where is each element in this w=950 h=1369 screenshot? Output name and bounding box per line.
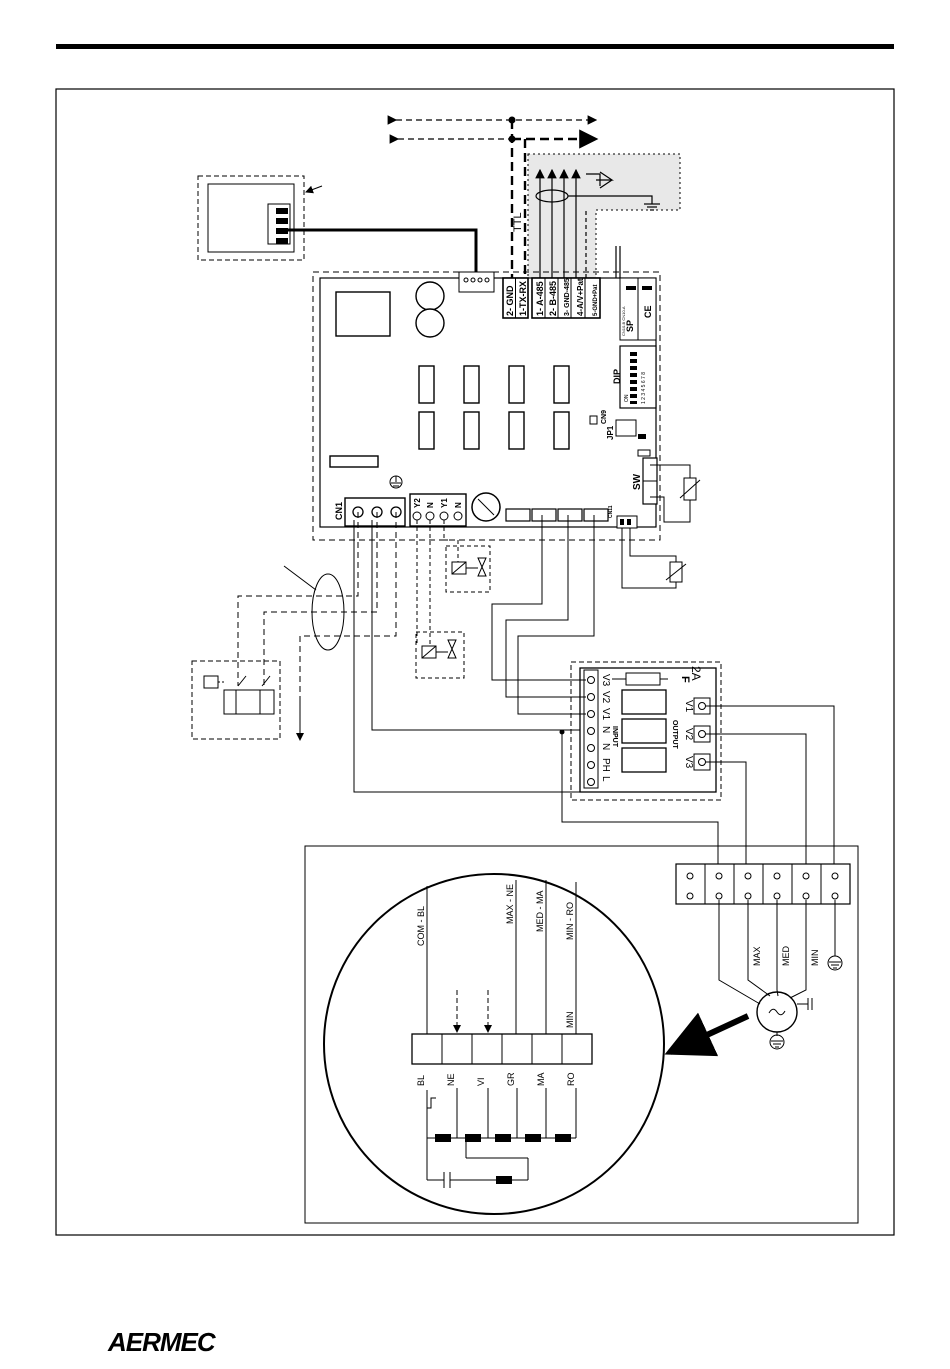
relay-in-n1: N — [600, 726, 611, 733]
detail-min: MIN — [565, 1012, 575, 1029]
relay-in-v3: V3 — [600, 674, 611, 687]
cn10-label: CN10-B CN10-A — [621, 306, 626, 336]
relay-out-v1: V1 — [683, 700, 694, 713]
rs485-shaded-area — [528, 154, 680, 278]
detail-arrow — [670, 1016, 748, 1052]
detail-med-ma: MED - MA — [535, 891, 545, 933]
board-capacitor-2 — [416, 309, 444, 337]
speed-max: MAX — [752, 946, 762, 966]
cn9-label: CN9 — [601, 410, 608, 424]
sw-label: SW — [632, 473, 643, 490]
relay-in-ph: PH — [600, 758, 611, 772]
dip-label: DIP — [612, 369, 622, 384]
relay-out-v2: V2 — [683, 728, 694, 741]
valve-n1: N — [426, 502, 435, 508]
fuse-rating: 2A — [689, 666, 703, 681]
detail-term-ma: MA — [536, 1073, 546, 1087]
cn11-label: CN11 — [608, 505, 614, 518]
detail-term-vi: VI — [476, 1077, 486, 1086]
display-arrow — [306, 186, 322, 192]
relay-input-label: INPUT — [611, 726, 618, 748]
relay-in-v1: V1 — [600, 708, 611, 721]
sp-label: SP — [625, 320, 635, 332]
aermec-logo: AERMEC — [108, 1327, 215, 1358]
cn11-thermistor — [622, 528, 686, 588]
conn-gnd: 2- GND — [505, 285, 515, 316]
display-cable — [288, 230, 476, 272]
detail-term-ro: RO — [566, 1073, 576, 1087]
relay-in-v2: V2 — [600, 691, 611, 704]
valve-y1: Y1 — [440, 498, 449, 508]
fan-motor — [757, 992, 812, 1049]
board-connector-top — [459, 272, 494, 292]
conn-gnd-pat: 5-GND+Pat — [593, 284, 599, 316]
conn-txrx: 1-TX-RX — [518, 281, 528, 316]
fuse — [626, 673, 660, 685]
detail-wires — [427, 880, 576, 1034]
relay-out-v3: V3 — [683, 756, 694, 769]
earth-symbol-2 — [828, 956, 842, 970]
cn9-pins — [590, 416, 597, 424]
conn-gnd485: 3- GND-485 — [564, 278, 571, 316]
valve-y2: Y2 — [413, 498, 422, 508]
detail-term-ne: NE — [446, 1073, 456, 1086]
conn-av-pat: 4-A/V+Pat — [576, 278, 585, 316]
speed-med: MED — [781, 946, 791, 967]
ttl-label: TTL — [512, 212, 524, 232]
conn-a485: 1- A-485 — [535, 281, 545, 316]
board-transformer — [336, 292, 390, 336]
cn1-label: CN1 — [334, 502, 344, 520]
ce-label: CE — [643, 305, 653, 318]
jp1-label: JP1 — [606, 425, 615, 440]
board-capacitor-1 — [416, 282, 444, 310]
relay-in-n2: N — [600, 743, 611, 750]
detail-min-ro: MIN - RO — [565, 902, 575, 940]
conn-b485: 2- B-485 — [548, 281, 558, 316]
relay-coils — [622, 690, 666, 772]
detail-com-bl: COM - BL — [416, 906, 426, 946]
valve-1 — [430, 520, 490, 592]
dip-numbers: 1 2 3 4 5 6 7 8 — [641, 372, 647, 404]
dip-on: ON — [624, 394, 630, 402]
display-connector — [268, 204, 290, 244]
mains-cables — [238, 512, 586, 792]
speed-min: MIN — [810, 950, 820, 967]
detail-coils — [435, 1134, 571, 1184]
relay-in-l: L — [600, 776, 611, 782]
relay-output-label: OUTPUT — [671, 720, 678, 750]
detail-term-gr: GR — [506, 1072, 516, 1086]
valve-2 — [416, 520, 464, 678]
valve-n2: N — [454, 502, 463, 508]
jp1-pins — [616, 420, 636, 436]
detail-max-ne: MAX - NE — [505, 884, 515, 924]
board-strip — [330, 456, 378, 467]
detail-term-bl: BL — [416, 1075, 426, 1086]
